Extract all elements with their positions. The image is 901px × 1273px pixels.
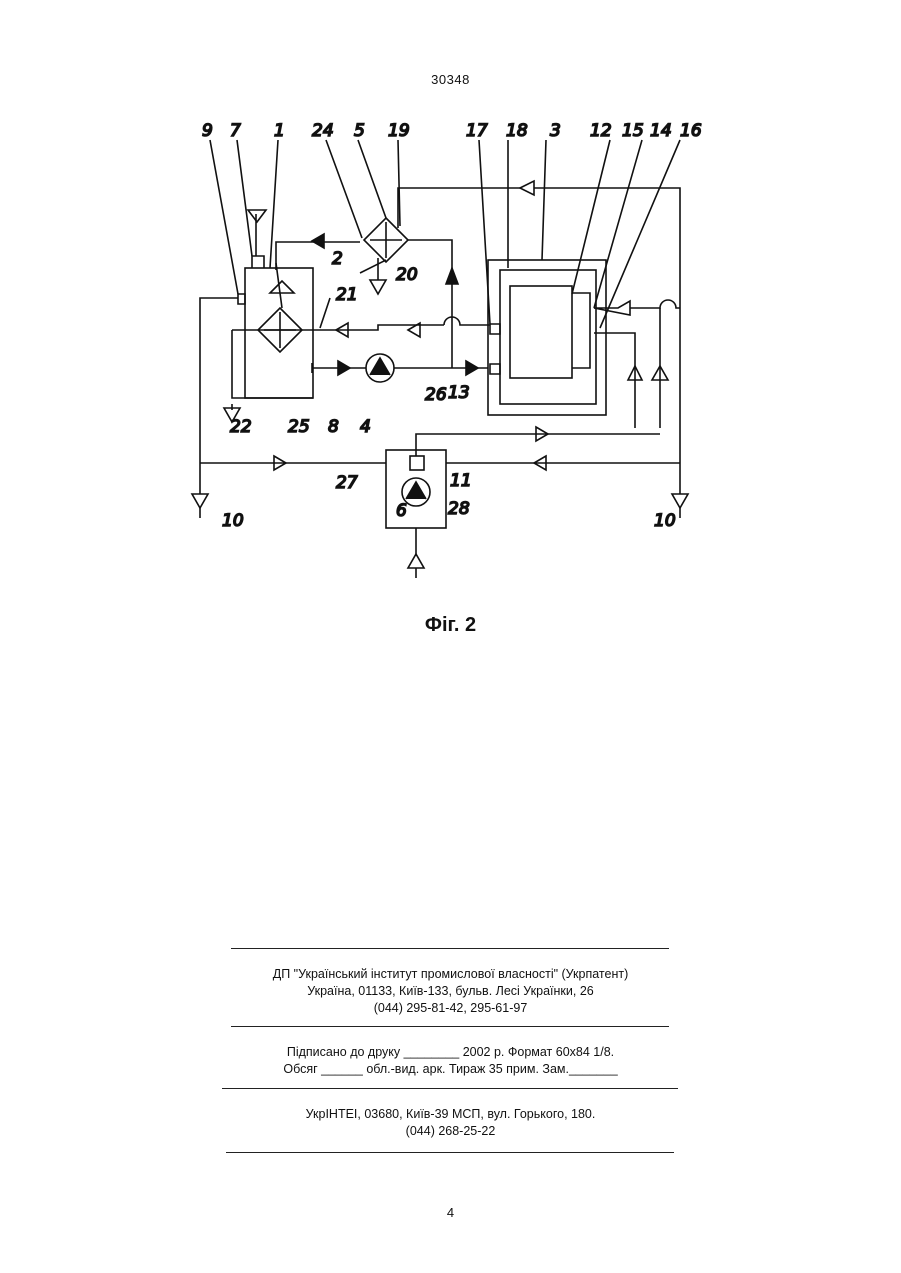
publisher-block: ДП "Український інститут промислової вла…: [0, 966, 901, 1017]
label-7: 7: [230, 121, 241, 141]
label-19: 19: [388, 121, 410, 141]
label-4: 4: [360, 417, 371, 437]
publisher-phone: (044) 295-81-42, 295-61-97: [0, 1000, 901, 1017]
label-28: 28: [448, 499, 470, 519]
label-16: 16: [680, 121, 702, 141]
divider: [231, 948, 669, 949]
printer-block: УкрІНТЕІ, 03680, Київ-39 МСП, вул. Горьк…: [0, 1106, 901, 1140]
figure-caption: Фіг. 2: [0, 614, 901, 637]
label-9: 9: [202, 121, 213, 141]
label-24: 24: [312, 121, 334, 141]
label-25: 25: [288, 417, 310, 437]
unit-3-inner: [510, 286, 572, 378]
divider: [231, 1026, 669, 1027]
publisher-address: Україна, 01133, Київ-133, бульв. Лесі Ук…: [0, 983, 901, 1000]
unit-1-inner-sensor: [270, 281, 294, 293]
print-info-block: Підписано до друку ________ 2002 р. Форм…: [0, 1044, 901, 1078]
publisher-line: ДП "Український інститут промислової вла…: [0, 966, 901, 983]
divider: [226, 1152, 674, 1153]
print-info-line: Обсяг ______ обл.-вид. арк. Тираж 35 при…: [0, 1061, 901, 1078]
label-14: 14: [650, 121, 672, 141]
label-22: 22: [230, 417, 252, 437]
label-20: 20: [396, 265, 418, 285]
label-26: 26: [425, 385, 447, 405]
print-info-line: Підписано до друку ________ 2002 р. Форм…: [0, 1044, 901, 1061]
label-10-left: 10: [222, 511, 244, 531]
label-8: 8: [328, 417, 339, 437]
sensor-11: [410, 456, 424, 470]
label-15: 15: [622, 121, 644, 141]
label-6: 6: [396, 501, 407, 521]
top-valve-arrow: [248, 210, 266, 222]
label-13: 13: [448, 383, 470, 403]
unit-3-middle: [500, 270, 596, 404]
label-27: 27: [336, 473, 358, 493]
label-12: 12: [590, 121, 612, 141]
label-11: 11: [450, 471, 472, 491]
label-21: 21: [336, 285, 358, 305]
label-2: 2: [332, 249, 343, 269]
schematic-figure: 9 7 1 24 5 19 17 18 3 12 15 14 16 2 20 2…: [190, 118, 712, 600]
label-3: 3: [550, 121, 561, 141]
printer-phone: (044) 268-25-22: [0, 1123, 901, 1140]
header-page-number: 30348: [0, 72, 901, 87]
label-18: 18: [506, 121, 528, 141]
unit-1-top-valve: [252, 256, 264, 268]
label-17: 17: [466, 121, 488, 141]
schematic-diagram: 9 7 1 24 5 19 17 18 3 12 15 14 16 2 20 2…: [190, 118, 712, 600]
divider: [222, 1088, 678, 1089]
label-1: 1: [274, 121, 285, 141]
unit-3-outer: [488, 260, 606, 415]
printer-line: УкрІНТЕІ, 03680, Київ-39 МСП, вул. Горьк…: [0, 1106, 901, 1123]
label-10-right: 10: [654, 511, 676, 531]
footer-page-number: 4: [0, 1205, 901, 1220]
label-5: 5: [354, 121, 365, 141]
